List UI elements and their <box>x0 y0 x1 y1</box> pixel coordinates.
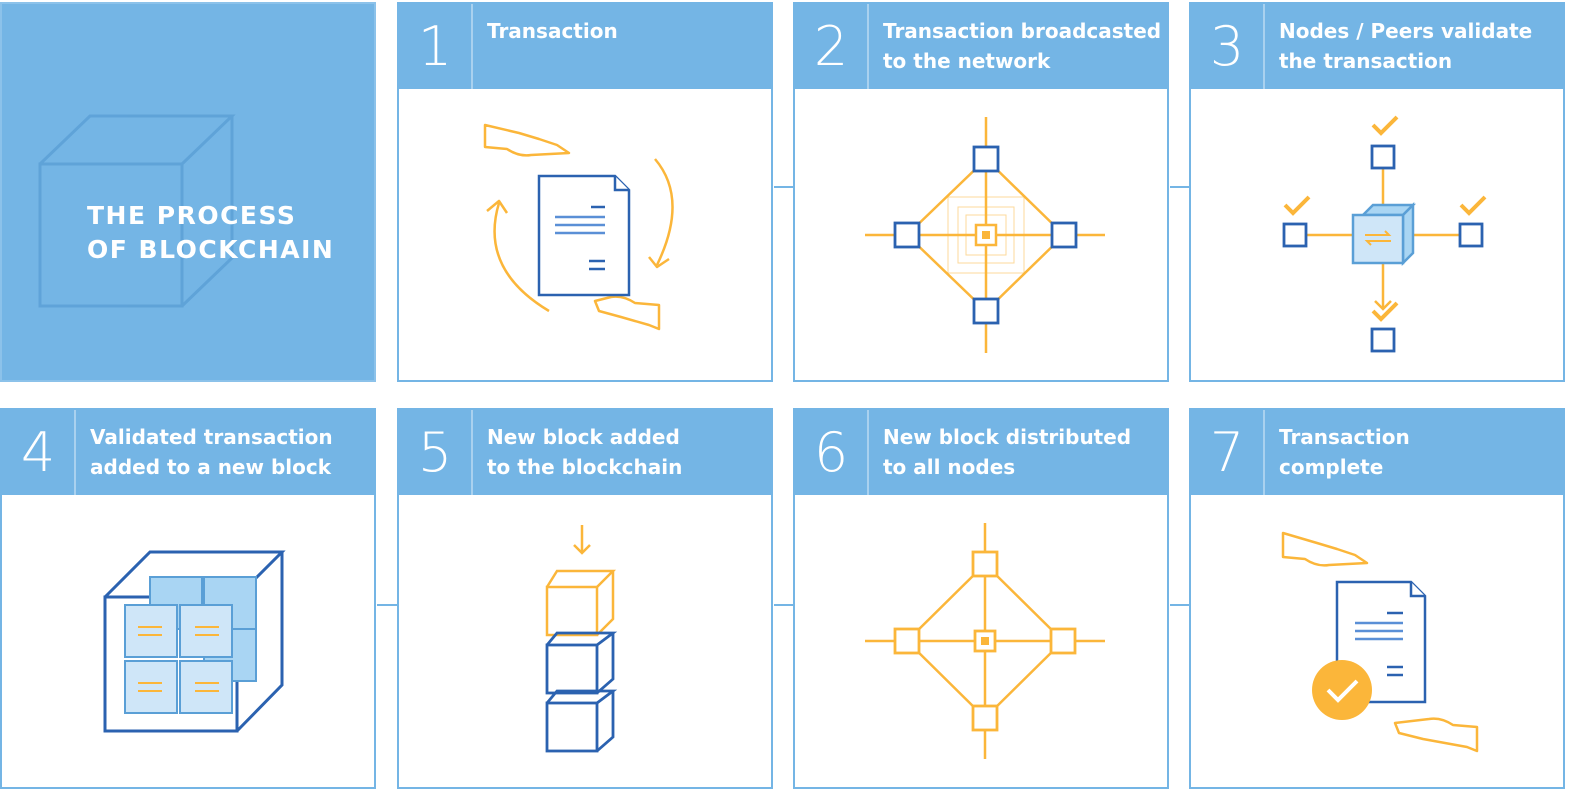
intro-title: THE PROCESS OF BLOCKCHAIN <box>87 201 335 264</box>
connector-line <box>1170 186 1192 188</box>
step-title: Nodes / Peers validate the transaction <box>1279 19 1533 73</box>
blockchain-stack-icon <box>545 525 618 753</box>
validation-icon <box>1282 115 1487 353</box>
connector-line <box>774 604 796 606</box>
transaction-icon <box>483 123 674 331</box>
step-number: 5 <box>399 410 473 495</box>
step-1-panel: 1 Transaction <box>397 2 773 382</box>
connector-line <box>1170 604 1192 606</box>
step-title: Transaction complete <box>1279 425 1410 479</box>
step-6-panel: 6 New block distributed to all nodes <box>793 408 1169 789</box>
check-circle-icon <box>1312 660 1372 720</box>
step-title: Validated transaction added to a new blo… <box>90 425 333 479</box>
step-5-panel: 5 New block added to the blockchain <box>397 408 773 789</box>
step-number: 7 <box>1191 410 1265 495</box>
new-block-icon <box>103 550 286 733</box>
step-number: 1 <box>399 4 473 89</box>
connector-line <box>377 604 399 606</box>
step-number: 3 <box>1191 4 1265 89</box>
step-number: 2 <box>795 4 869 89</box>
connector-line <box>774 186 796 188</box>
step-title: New block added to the blockchain <box>487 425 683 479</box>
step-4-panel: 4 Validated transaction added to a new bl… <box>0 408 376 789</box>
step-7-panel: 7 Transaction complete <box>1189 408 1565 789</box>
network-broadcast-icon <box>865 117 1105 353</box>
step-3-panel: 3 Nodes / Peers validate the transaction <box>1189 2 1565 382</box>
cube-outline-icon <box>38 114 236 308</box>
distribution-network-icon <box>865 523 1105 759</box>
step-number: 4 <box>2 410 76 495</box>
step-title: New block distributed to all nodes <box>883 425 1132 479</box>
step-2-panel: 2 Transaction broadcasted to the network <box>793 2 1169 382</box>
step-title: Transaction <box>487 19 618 43</box>
transaction-complete-icon <box>1281 531 1479 753</box>
step-title: Transaction broadcasted to the network <box>883 19 1162 73</box>
step-number: 6 <box>795 410 869 495</box>
intro-panel: THE PROCESS OF BLOCKCHAIN <box>0 2 376 382</box>
